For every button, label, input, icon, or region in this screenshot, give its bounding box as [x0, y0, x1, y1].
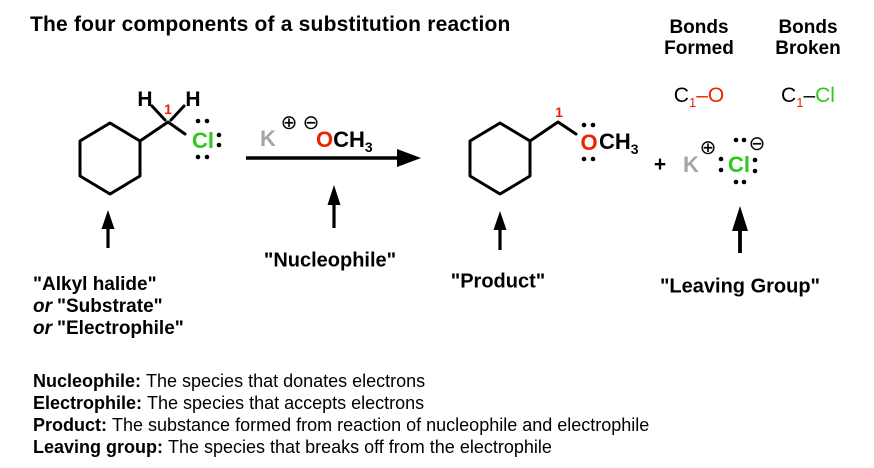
ch3-subscript-product: 3 — [630, 141, 639, 158]
formed-oxygen: O — [707, 84, 725, 107]
ch2-to-cl-bonds — [138, 120, 187, 143]
formed-carbon-subscript: 1 — [688, 95, 697, 111]
methoxide-group: OCH3 — [316, 127, 373, 155]
c1-number-reactant: 1 — [164, 101, 172, 117]
definition-term: Nucleophile: — [33, 371, 142, 391]
definition-leaving-group: Leaving group:The species that breaks of… — [33, 436, 649, 458]
bonds-broken-header-line2: Broken — [775, 38, 841, 59]
cl-atom-reactant: Cl — [192, 128, 214, 153]
ch-product: CH — [599, 128, 631, 154]
definition-text: The species that breaks off from the ele… — [168, 437, 552, 457]
bonds-broken-header: Bonds Broken — [762, 17, 854, 59]
ch3-subscript-reagent: 3 — [364, 139, 373, 156]
alkyl-halide-label-line2: or"Substrate" — [33, 296, 184, 318]
or-text-1: or — [33, 296, 52, 317]
definition-electrophile: Electrophile:The species that accepts el… — [33, 392, 649, 414]
k-cation-byproduct: K — [683, 152, 699, 177]
methyl-group-product: CH3 — [599, 129, 639, 157]
definition-term: Leaving group: — [33, 437, 163, 457]
pointer-arrow-alkyl-halide — [101, 210, 115, 248]
electrophile-text: "Electrophile" — [57, 318, 184, 339]
o-atom-product: O — [580, 130, 598, 155]
lone-pair-dots-chloride — [718, 137, 758, 185]
definition-term: Product: — [33, 415, 107, 435]
cyclohexane-ring-reactant — [78, 121, 142, 196]
pointer-arrow-product — [493, 211, 507, 250]
bond-broken-formula: C1–Cl — [762, 84, 854, 110]
circled-minus-icon: ⊖ — [302, 112, 320, 134]
broken-carbon: C — [781, 84, 797, 107]
ch2-to-o-bonds — [528, 120, 578, 143]
c1-number-product: 1 — [555, 104, 563, 120]
leaving-group-label: "Leaving Group" — [659, 275, 821, 298]
c-h-bond-left — [150, 104, 167, 122]
bonds-formed-header-line2: Formed — [664, 38, 734, 59]
bonds-formed-header-line1: Bonds — [669, 17, 729, 38]
pointer-arrow-leaving-group — [732, 206, 748, 253]
lone-pair-dots-reactant-cl — [195, 118, 222, 160]
definition-text: The substance formed from reaction of nu… — [112, 415, 650, 435]
ch-reagent: CH — [333, 126, 365, 152]
o-atom-reagent: O — [316, 126, 334, 152]
broken-chlorine: Cl — [815, 84, 835, 107]
h-atom-right: H — [185, 88, 201, 111]
product-label: "Product" — [450, 270, 546, 293]
circled-plus-icon-byproduct: ⊕ — [699, 137, 717, 159]
definition-nucleophile: Nucleophile:The species that donates ele… — [33, 370, 649, 392]
alkyl-halide-label-line3: or"Electrophile" — [33, 318, 184, 340]
circled-minus-icon-byproduct: ⊖ — [748, 133, 766, 155]
broken-bond-dash: – — [803, 84, 816, 107]
plus-sign: + — [653, 153, 667, 176]
h-atom-left: H — [137, 88, 153, 111]
alkyl-halide-label: "Alkyl halide" or"Substrate" or"Electrop… — [33, 274, 184, 340]
broken-carbon-subscript: 1 — [796, 95, 804, 111]
formed-carbon: C — [673, 84, 689, 107]
reaction-arrow — [246, 149, 421, 167]
cyclohexane-ring-product — [468, 121, 532, 196]
definition-product: Product:The substance formed from reacti… — [33, 414, 649, 436]
c-h-bond-right — [169, 104, 186, 122]
cl-anion-byproduct: Cl — [728, 152, 750, 177]
alkyl-halide-label-line1: "Alkyl halide" — [33, 274, 184, 296]
definitions-list: Nucleophile:The species that donates ele… — [33, 370, 649, 458]
page-title: The four components of a substitution re… — [30, 13, 511, 36]
k-cation-reagent: K — [260, 126, 276, 151]
bonds-broken-header-line1: Bonds — [778, 17, 838, 38]
pointer-arrow-nucleophile — [327, 185, 341, 228]
formed-bond-dash: – — [696, 84, 708, 107]
circled-plus-icon: ⊕ — [280, 112, 298, 134]
definition-text: The species that accepts electrons — [147, 393, 425, 413]
definition-term: Electrophile: — [33, 393, 143, 413]
or-text-2: or — [33, 318, 52, 339]
bond-formed-formula: C1–O — [653, 84, 745, 110]
nucleophile-label: "Nucleophile" — [263, 249, 397, 272]
alkyl-halide-text: "Alkyl halide" — [33, 274, 157, 295]
bonds-formed-header: Bonds Formed — [653, 17, 745, 59]
substrate-text: "Substrate" — [57, 296, 163, 317]
lone-pair-dots-product-o — [581, 122, 596, 162]
definition-text: The species that donates electrons — [146, 371, 426, 391]
